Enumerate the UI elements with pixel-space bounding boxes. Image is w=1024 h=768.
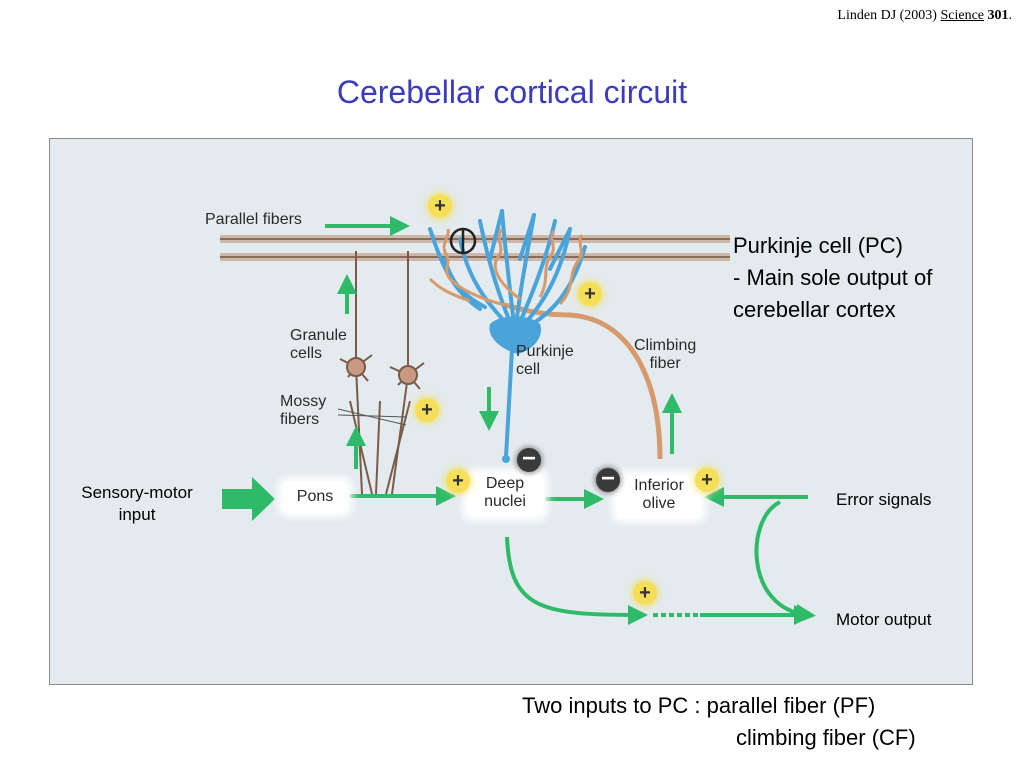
citation-authors: Linden DJ (2003) <box>837 8 937 23</box>
plus-badge-parallel: + <box>428 194 452 218</box>
purkinje-axon <box>504 348 514 458</box>
circuit-drawing <box>220 209 816 625</box>
arrow-error-to-motor-output <box>754 500 816 624</box>
granule-cell-2 <box>389 359 425 390</box>
purkinje-soma <box>489 316 541 354</box>
mossy-pointer-line-2 <box>337 414 407 418</box>
inputs-note-line-2: climbing fiber (CF) <box>736 725 916 750</box>
sensory-input-arrow <box>222 477 275 521</box>
citation-volume: 301 <box>987 8 1009 23</box>
minus-badge-purkinje-to-nuclei: − <box>517 447 541 472</box>
purkinje-note-line-3: cerebellar cortex <box>733 297 896 322</box>
plus-badge-olive: + <box>695 468 719 492</box>
node-pons: Pons <box>284 483 346 511</box>
plus-badge-climbing: + <box>578 282 602 306</box>
minus-badge-nuclei-to-olive: − <box>596 467 620 492</box>
inputs-note: Two inputs to PC : parallel fiber (PF) c… <box>522 690 916 754</box>
signal-arrows <box>325 216 816 625</box>
purkinje-note-line-2: - Main sole output of <box>733 265 933 290</box>
mossy-pointer-line-1 <box>337 408 407 426</box>
arrow-nuclei-to-motor-output <box>505 536 648 625</box>
climbing-fiber-tendrils <box>428 228 584 307</box>
plus-badge-deep-nuclei: + <box>446 469 470 493</box>
citation: Linden DJ (2003) Science 301. <box>837 8 1012 24</box>
citation-end: . <box>1008 8 1013 23</box>
citation-journal: Science <box>940 8 984 23</box>
purkinje-note-line-1: Purkinje cell (PC) <box>733 233 903 258</box>
slide-title: Cerebellar cortical circuit <box>336 74 688 110</box>
label-parallel-fibers: Parallel fibers <box>205 211 302 228</box>
plus-badge-motor-path: + <box>633 581 657 605</box>
plus-badge-mossy: + <box>415 398 439 422</box>
inputs-note-line-1: Two inputs to PC : parallel fiber (PF) <box>522 693 876 718</box>
purkinje-note: Purkinje cell (PC) - Main sole output of… <box>733 230 932 326</box>
label-error-signals: Error signals <box>836 490 932 509</box>
granule-cell-1 <box>339 351 373 382</box>
label-motor-output: Motor output <box>836 610 932 629</box>
purkinje-axon-terminal <box>502 455 510 463</box>
